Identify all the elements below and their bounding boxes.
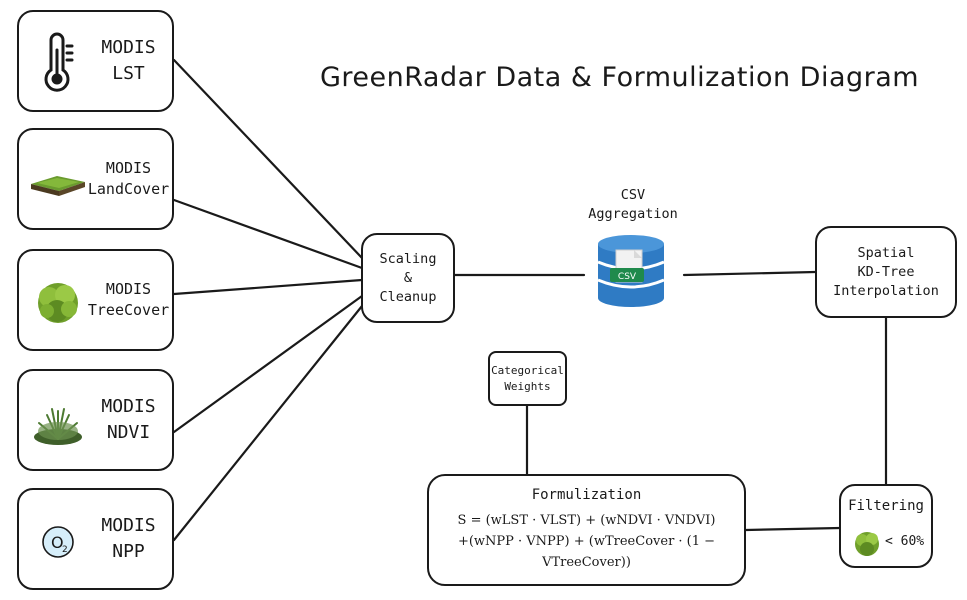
tree-icon — [38, 283, 78, 323]
diagram-title: GreenRadar Data & Formulization Diagram — [320, 62, 920, 93]
oxygen-subscript: 2 — [62, 545, 68, 555]
formula-text: S = (wLST · VLST) + (wNDVI · VNDVI) +(wN… — [457, 513, 716, 570]
thermometer-icon — [44, 32, 74, 92]
database-csv-icon[interactable]: CSV — [596, 232, 666, 308]
formulization-title: Formulization — [531, 487, 642, 503]
shrub-icon — [34, 408, 82, 445]
oxygen-symbol: O — [51, 533, 64, 552]
grass-patch-icon — [31, 176, 85, 196]
filtering-title: Filtering — [848, 498, 924, 514]
filtering-node[interactable]: Filtering < 60% — [839, 484, 933, 568]
oxygen-icon: O 2 — [42, 526, 74, 558]
scaling-cleanup-node[interactable]: Scaling&Cleanup — [361, 233, 455, 323]
tree-icon — [855, 532, 879, 556]
formulization-node[interactable]: Formulization S = (wLST · VLST) + (wNDVI… — [427, 474, 746, 586]
filter-threshold: < 60% — [885, 534, 925, 549]
csv-badge-text: CSV — [618, 272, 637, 282]
